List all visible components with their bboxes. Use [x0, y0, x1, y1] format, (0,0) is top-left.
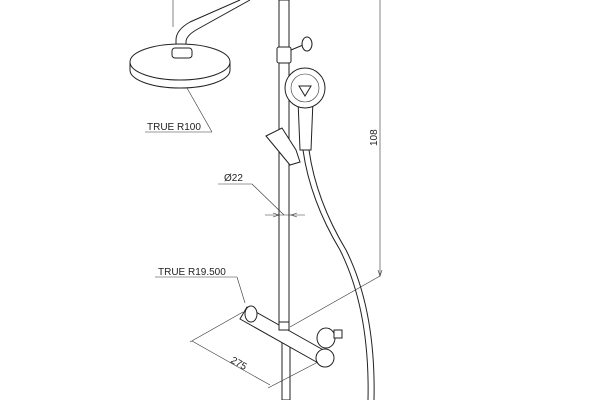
pole-diameter-label: Ø22 — [224, 173, 243, 184]
hose — [302, 149, 375, 400]
hand-shower — [265, 67, 326, 166]
head-radius-leader — [145, 87, 213, 133]
mixer-width-label: 275 — [229, 355, 249, 373]
overhead-arm — [172, 0, 251, 52]
riser-pole — [276, 0, 313, 331]
thermostatic-mixer — [239, 305, 343, 400]
height-dimension-label: 108 — [369, 129, 380, 146]
knob-radius-label: TRUE R19.500 — [158, 267, 226, 278]
mixer-width-dimension — [189, 275, 381, 389]
shower-head — [129, 43, 231, 89]
knob-radius-leader — [155, 276, 246, 304]
pole-diameter-dimension — [218, 183, 305, 218]
head-radius-label: TRUE R100 — [147, 122, 201, 133]
